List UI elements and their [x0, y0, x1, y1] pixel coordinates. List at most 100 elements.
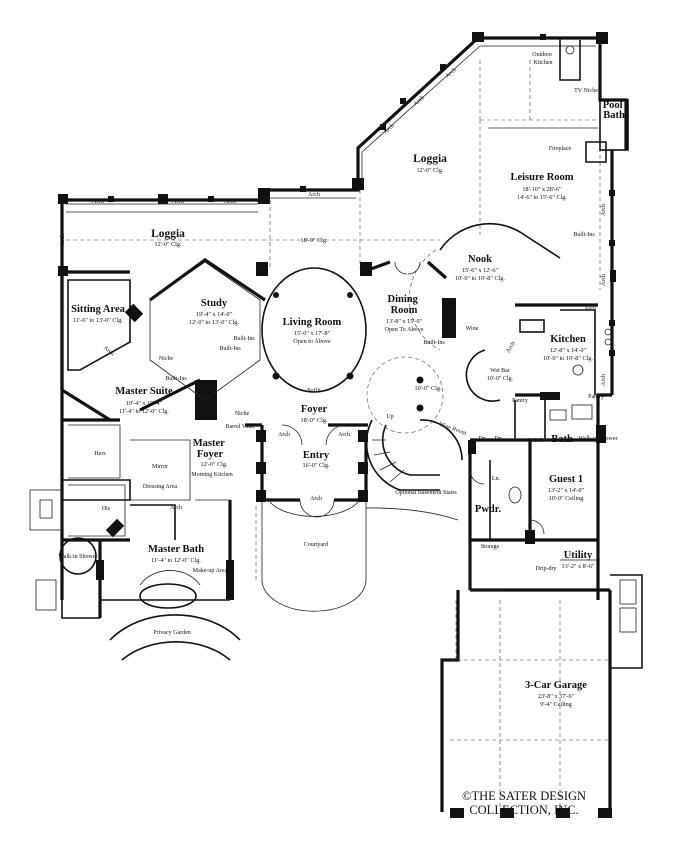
label-wine: Wine — [466, 326, 479, 332]
arch-label: Arch — [601, 374, 607, 386]
arch-label: Arch — [60, 234, 66, 246]
label-niche-2: Niche — [235, 411, 250, 417]
room-name-loggia-right: Loggia — [413, 153, 447, 165]
label-drip-dry: Drip-dry — [536, 566, 557, 572]
arch-label: Arch — [278, 432, 290, 438]
arch-label: Arch — [601, 204, 607, 216]
label-walk-in-shower-bath: Walk-in Shower — [578, 436, 617, 442]
room-dim-kitchen-clg: 10'-0" to 10'-8" Clg. — [543, 355, 593, 362]
room-dim-master-bath: 11'-4" to 12'-0" Clg. — [151, 557, 201, 564]
room-dim-loggia-right: 12'-0" Clg. — [416, 167, 443, 174]
label-tv-niche: TV Niche — [574, 88, 598, 94]
label-dn-1: Dn — [478, 436, 485, 442]
interior-details — [29, 38, 637, 808]
label-ln: Ln. — [492, 476, 501, 482]
room-dim-living-clg: Open to Above — [293, 338, 331, 345]
label-outdoor-kitchen: Outdoor Kitchen — [532, 52, 554, 66]
copyright-credit: ©THE SATER DESIGN COLLECTION, INC. — [462, 789, 586, 817]
label-barrel-vault: Barrel Vault — [225, 424, 254, 430]
room-dim-wet-bar: 10'-0" Clg. — [487, 376, 514, 382]
room-dim-sitting-area: 11'-6" to 13'-0" Clg. — [73, 317, 123, 324]
label-built-ins-leisure: Built-Ins — [573, 232, 595, 238]
label-soffit: Soffit — [307, 387, 321, 394]
credit-line-2: COLLECTION, INC. — [469, 803, 578, 817]
label-dressing-area: Dressing Area — [143, 484, 177, 490]
label-clg-18: 18'-0" Clg. — [300, 237, 327, 244]
room-dim-dining-clg: Open To Above — [385, 326, 424, 333]
label-built-ins-study: Built-Ins — [219, 346, 241, 352]
room-dim-utility: 13'-2" x 8'-6" — [561, 563, 595, 570]
label-fireplace: Fireplace — [549, 146, 572, 152]
room-name-foyer: Foyer — [301, 404, 328, 415]
arch-label: Arch — [308, 192, 320, 198]
label-his: His — [102, 506, 111, 512]
room-name-master-foyer: Master Foyer — [193, 438, 228, 460]
pool-word-1: Pool — [603, 100, 623, 111]
room-name-utility: Utility — [564, 550, 593, 561]
arch-label: Arch — [310, 496, 322, 502]
outdoor-word-2: Kitchen — [534, 60, 553, 66]
room-dim-dining-size: 13'-8" x 15'-0" — [386, 318, 423, 325]
room-name-leisure-room: Leisure Room — [510, 172, 573, 183]
pool-word-2: Bath — [603, 110, 625, 121]
dining-word-1: Dining — [388, 294, 419, 305]
room-dim-nook-size: 15'-6" x 12'-6" — [462, 267, 499, 274]
arch-label: Arch — [601, 274, 607, 286]
room-dim-nook-clg: 10'-0" to 10'-8" Clg. — [455, 275, 505, 282]
label-storage: Storage — [481, 544, 500, 550]
room-name-kitchen: Kitchen — [550, 334, 586, 345]
room-name-nook: Nook — [468, 254, 492, 265]
outdoor-word-1: Outdoor — [532, 52, 552, 58]
label-make-up-area: Make-up Area — [193, 568, 228, 574]
room-name-loggia-left: Loggia — [151, 228, 185, 240]
arch-label: Arch — [102, 345, 115, 357]
room-labels: Loggia 12'-0" Clg. Loggia 12'-0" Clg. Si… — [71, 100, 625, 708]
label-wic: W.I.C. — [528, 438, 544, 444]
room-dim-garage-clg: 9'-4" Ceiling — [540, 701, 572, 708]
room-dim-loggia-left: 12'-0" Clg. — [154, 241, 181, 248]
room-name-bath: Bath — [551, 434, 573, 445]
room-name-guest-1: Guest 1 — [549, 474, 583, 485]
room-name-entry: Entry — [303, 450, 330, 461]
room-dim-living-size: 15'-0" x 17'-8" — [294, 330, 331, 337]
room-name-sitting-area: Sitting Area — [71, 304, 126, 315]
label-clg-10: 10'-0" Clg. — [414, 385, 441, 392]
arch-label: Arch — [170, 505, 182, 511]
room-dim-master-foyer: 12'-0" Clg. — [200, 461, 227, 468]
label-morning-kitchen: Morning Kitchen — [191, 472, 233, 478]
arch-label: Arch — [584, 306, 596, 312]
room-dim-guest-clg: 10'-0" Ceiling — [549, 495, 584, 502]
label-optional-basement-stairs: Optional Basement Stairs — [395, 490, 457, 496]
room-name-pool-bath: Pool Bath — [603, 100, 625, 121]
room-dim-garage-size: 23'-8" x 37'-6" — [538, 693, 575, 700]
label-built-ins-living: Built-Ins — [233, 336, 255, 342]
room-name-garage: 3-Car Garage — [525, 680, 587, 691]
room-dim-master-suite-size: 19'-4" x 15'-4" — [126, 400, 163, 407]
label-hers: Hers — [94, 451, 106, 457]
label-dn-2: Dn — [494, 436, 501, 442]
room-dim-study-clg: 12'-0" to 13'-0" Clg. — [189, 319, 239, 326]
label-pantry-1: Pantry — [512, 398, 528, 404]
label-pantry-2: Pantry — [588, 394, 604, 400]
room-dim-leisure-size: 18'-10" x 28'-6" — [522, 186, 562, 193]
room-name-dining-room: Dining Room — [388, 294, 421, 316]
room-name-pwdr: Pwdr. — [475, 504, 502, 515]
room-name-master-bath: Master Bath — [148, 544, 204, 555]
label-built-ins-dining: Built-Ins — [423, 340, 445, 346]
master-foyer-word-1: Master — [193, 438, 225, 449]
room-name-master-suite: Master Suite — [115, 386, 173, 397]
room-name-living-room: Living Room — [283, 317, 342, 328]
arch-label: Arch — [445, 67, 458, 79]
label-built-ins-suite: Built-Ins — [165, 376, 187, 382]
room-dim-entry: 16'-0" Clg. — [302, 462, 329, 469]
annotation-labels: Arch Arch Arch Arch Arch Arch Arch Arch … — [58, 52, 617, 636]
room-dim-study-size: 19'-4" x 14'-0" — [196, 311, 233, 318]
room-dim-master-suite-clg: 11'-4" to 12'-0" Clg. — [119, 408, 169, 415]
dining-word-2: Room — [391, 305, 418, 316]
master-foyer-word-2: Foyer — [197, 449, 224, 460]
label-mirror: Mirror — [152, 464, 168, 470]
label-up: Up — [386, 414, 393, 420]
room-dim-kitchen-size: 12'-8" x 14'-0" — [550, 347, 587, 354]
